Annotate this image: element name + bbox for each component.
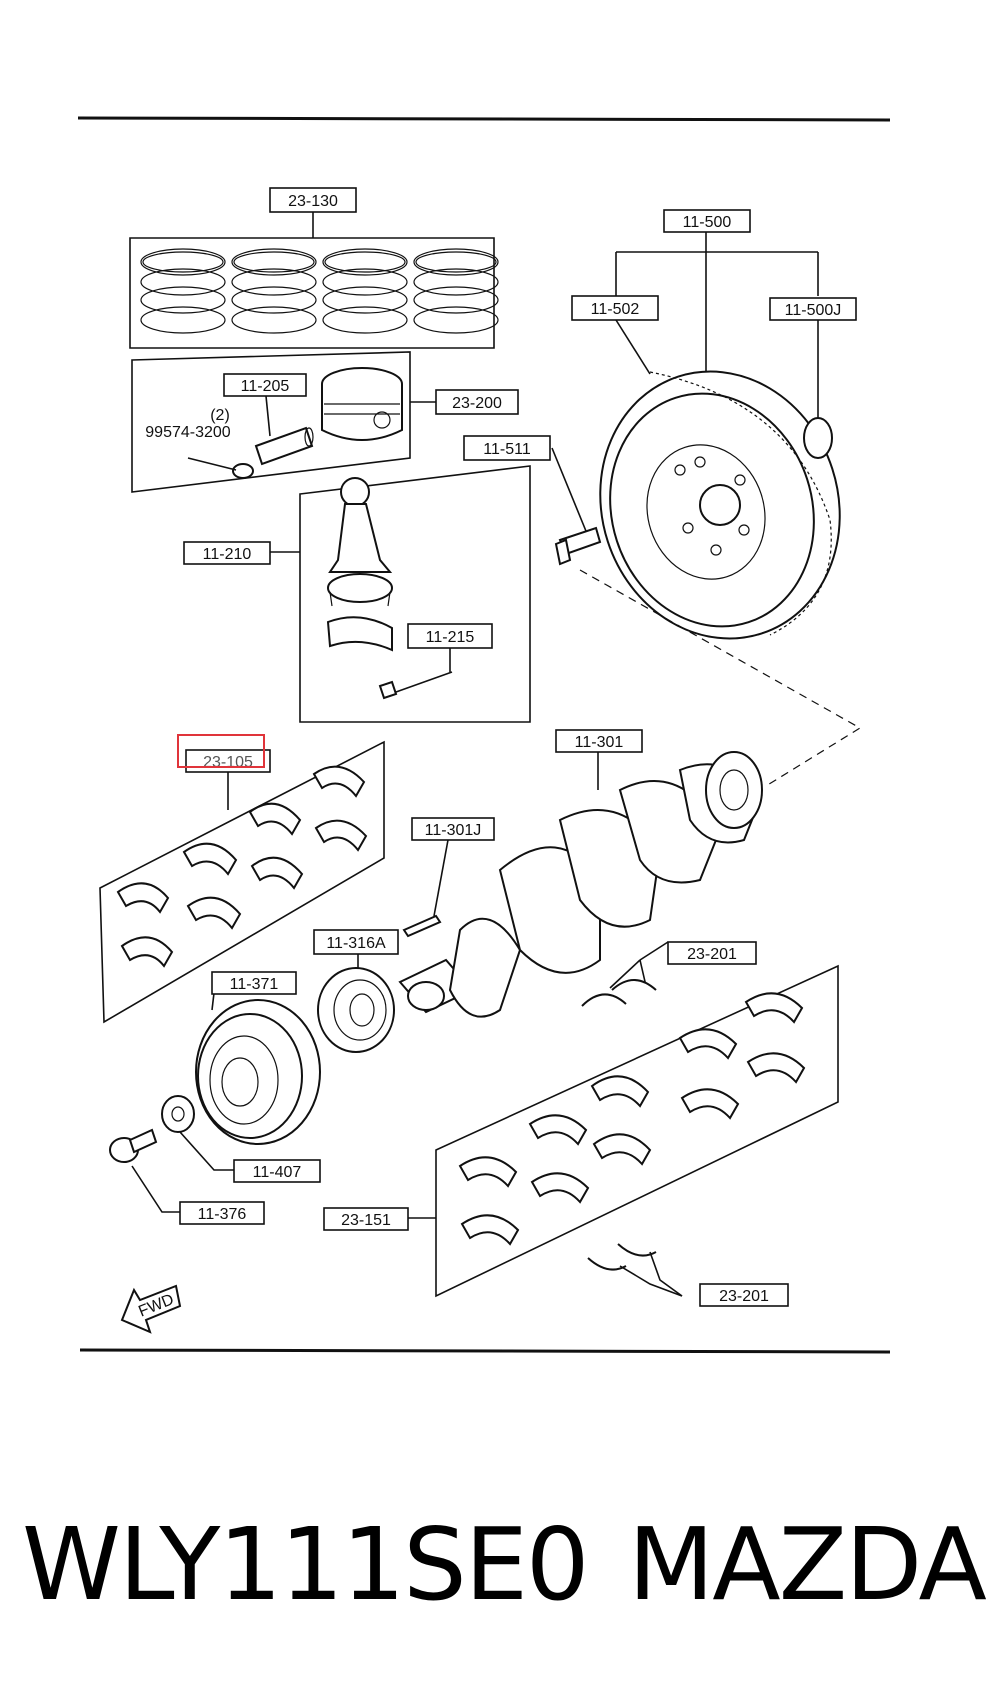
label-23-105: 23-105 [177, 734, 271, 773]
label-11-301: 11-301 [555, 729, 643, 753]
label-23-151: 23-151 [323, 1207, 409, 1231]
crankshaft [398, 751, 763, 1018]
thrust-washers-upper [581, 941, 669, 1007]
label-11-371: 11-371 [211, 971, 297, 995]
label-11-407: 11-407 [233, 1159, 321, 1183]
label-99574-3200: 99574-3200 [145, 424, 231, 441]
svg-text:11-511: 11-511 [483, 441, 531, 458]
svg-text:11-500: 11-500 [683, 214, 732, 231]
label-11-205: 11-205 [223, 373, 307, 397]
timing-gear [317, 944, 395, 1053]
highlight-box [177, 734, 265, 768]
fwd-arrow [120, 1284, 182, 1334]
top-rule [77, 116, 891, 122]
svg-text:(2): (2) [210, 407, 230, 424]
label-11-301J: 11-301J [411, 817, 495, 841]
connecting-rod-group [270, 465, 531, 723]
svg-text:11-502: 11-502 [591, 301, 640, 318]
piston-rings-group [129, 212, 499, 349]
brand-name: MAZDA [628, 1506, 987, 1623]
svg-text:11-407: 11-407 [253, 1164, 302, 1181]
svg-text:11-376: 11-376 [198, 1206, 247, 1223]
svg-text:23-200: 23-200 [452, 395, 502, 412]
flywheel-group [599, 230, 841, 640]
label-23-130: 23-130 [269, 187, 357, 213]
svg-text:23-151: 23-151 [341, 1212, 391, 1229]
svg-text:11-301: 11-301 [575, 734, 624, 751]
bottom-rule [79, 1348, 891, 1354]
pulley-washer-bolt [109, 1095, 234, 1213]
crank-key [402, 839, 449, 938]
label-11-210: 11-210 [183, 541, 271, 565]
label-11-316A: 11-316A [313, 929, 399, 955]
label-23-200: 23-200 [435, 389, 519, 415]
svg-text:11-500J: 11-500J [785, 302, 842, 319]
svg-text:11-210: 11-210 [203, 546, 252, 563]
footer: WLY111SE0 MAZDA [0, 1505, 991, 1625]
svg-text:23-105: 23-105 [203, 754, 253, 771]
svg-text:11-205: 11-205 [241, 378, 290, 395]
thrust-washers-lower [587, 1243, 683, 1297]
label-11-502: 11-502 [571, 295, 659, 321]
part-number: WLY111SE0 [22, 1506, 590, 1623]
label-23-201-lower: 23-201 [699, 1283, 789, 1307]
label-11-500J: 11-500J [769, 297, 857, 321]
label-11-511: 11-511 [463, 435, 551, 461]
dashed-link [579, 569, 862, 787]
label-23-201-upper: 23-201 [667, 941, 757, 965]
main-bearing-lower-group [408, 964, 839, 1298]
svg-text:23-130: 23-130 [288, 193, 338, 210]
crank-pulley [195, 975, 321, 1145]
svg-text:11-215: 11-215 [426, 629, 475, 646]
label-qty: (2) [210, 407, 230, 424]
piston-group [131, 351, 436, 493]
label-11-500: 11-500 [663, 209, 751, 233]
svg-text:11-301J: 11-301J [425, 822, 482, 839]
label-11-215: 11-215 [407, 623, 493, 649]
svg-text:11-371: 11-371 [230, 976, 279, 993]
svg-text:99574-3200: 99574-3200 [145, 424, 231, 441]
label-11-376: 11-376 [179, 1201, 265, 1225]
svg-text:23-201: 23-201 [687, 946, 737, 963]
svg-text:11-316A: 11-316A [326, 935, 386, 952]
svg-text:23-201: 23-201 [719, 1288, 769, 1305]
main-bearing-upper-group [99, 740, 385, 1024]
flywheel-bolt [551, 447, 602, 566]
